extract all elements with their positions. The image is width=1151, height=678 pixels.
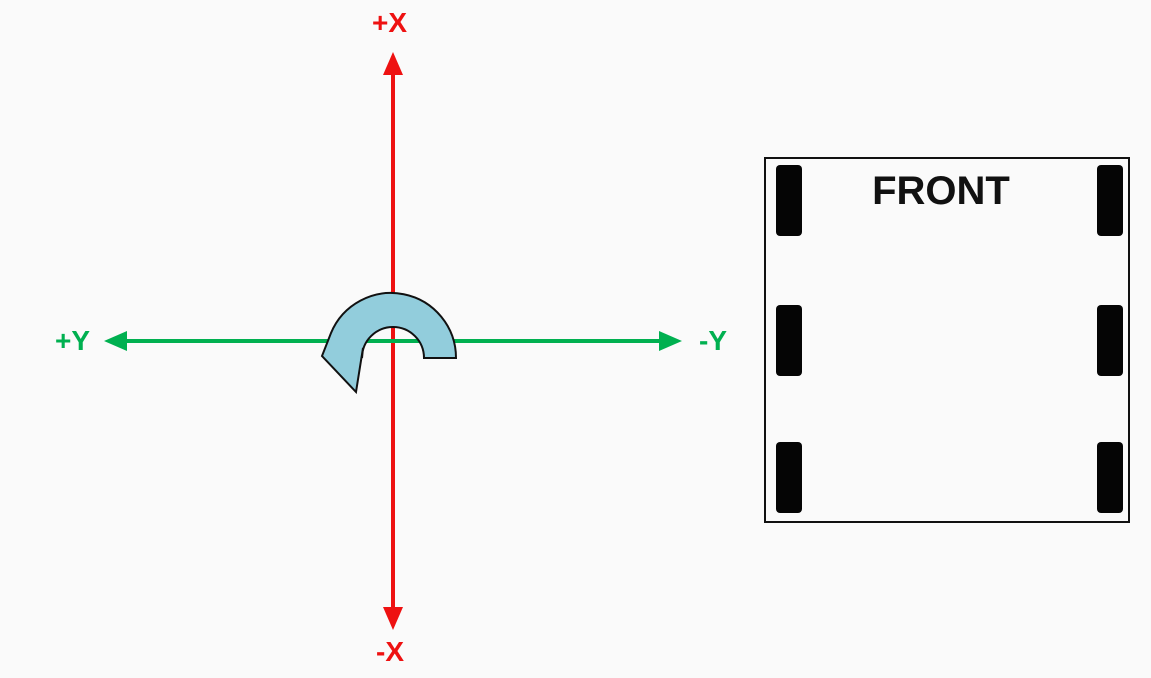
vehicle-front-label: FRONT <box>872 169 1010 213</box>
plus-y-label: +Y <box>55 325 91 356</box>
wheel-front-right <box>1097 165 1123 236</box>
minus-x-label: -X <box>376 636 404 667</box>
minus-x-arrowhead <box>383 607 403 630</box>
vehicle-body <box>764 157 1130 523</box>
minus-y-label: -Y <box>699 325 727 356</box>
plus-y-arrowhead <box>104 331 127 351</box>
y-axis <box>104 331 682 351</box>
wheels <box>776 165 1123 513</box>
wheel-mid-right <box>1097 305 1123 376</box>
plus-x-arrowhead <box>383 52 403 75</box>
wheel-mid-left <box>776 305 802 376</box>
rotation-arrow-icon <box>320 292 458 395</box>
wheel-front-left <box>776 165 802 236</box>
wheel-rear-left <box>776 442 802 513</box>
wheel-rear-right <box>1097 442 1123 513</box>
minus-y-arrowhead <box>659 331 682 351</box>
plus-x-label: +X <box>372 7 408 38</box>
